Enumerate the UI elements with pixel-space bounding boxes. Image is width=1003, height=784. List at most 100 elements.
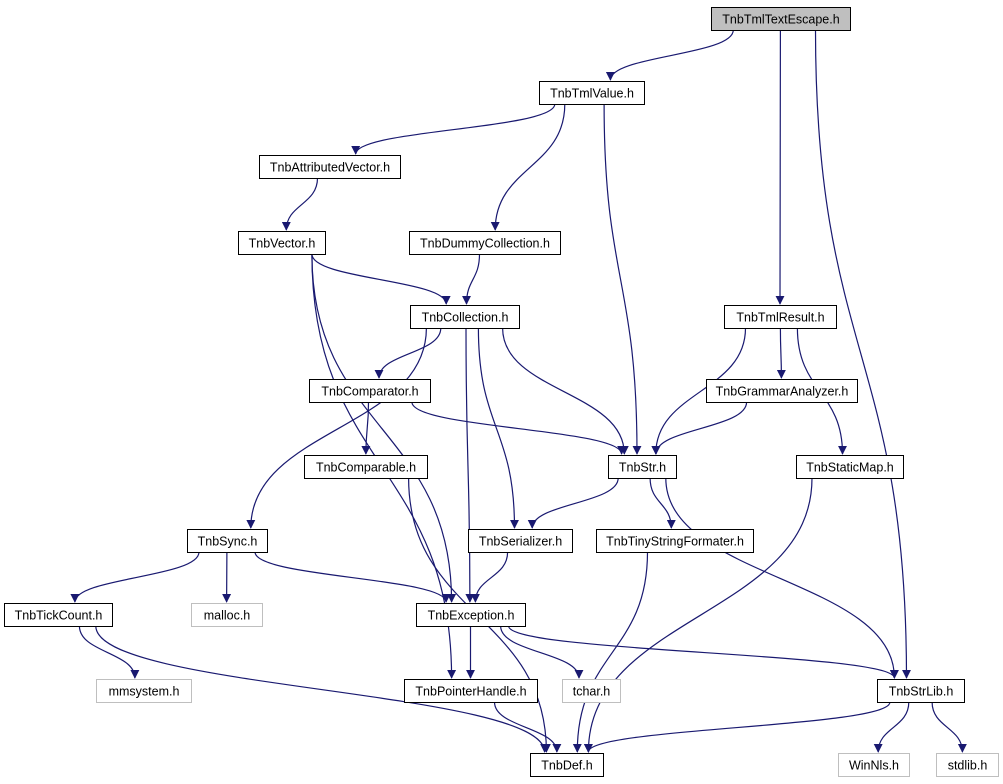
edge-tnbstr-to-tnbstrlib [665,477,899,679]
edge-tnbtmlvalue-to-tnbattributedvector [351,103,556,155]
node-box [238,231,326,255]
edge-tnbtickcount-to-tnbdef [95,625,550,753]
node-tnbvector[interactable]: TnbVector.h [238,231,326,255]
edge-tnbstr-to-tnbserializer [527,477,619,529]
node-label: TnbGrammarAnalyzer.h [716,385,849,399]
node-box [309,379,431,403]
node-box [877,679,965,703]
node-label: TnbSync.h [198,535,258,549]
node-tnbtickcount[interactable]: TnbTickCount.h [4,603,113,627]
node-box [724,305,837,329]
node-tnbcollection[interactable]: TnbCollection.h [410,305,520,329]
node-tnbgrammaranalyzer[interactable]: TnbGrammarAnalyzer.h [706,379,858,403]
node-box [4,603,113,627]
node-label: TnbSerializer.h [479,535,562,549]
node-label: TnbStr.h [619,461,666,475]
node-label: TnbException.h [428,609,515,623]
node-box [596,529,754,553]
node-label: WinNls.h [849,759,899,773]
node-label: TnbTmlValue.h [550,87,634,101]
node-tnbtmlresult[interactable]: TnbTmlResult.h [724,305,837,329]
node-box [259,155,401,179]
node-tnbdef[interactable]: TnbDef.h [530,753,604,777]
node-label: TnbDummyCollection.h [420,237,550,251]
node-label: tchar.h [573,685,611,699]
edges-layer [70,29,967,753]
node-tnbserializer[interactable]: TnbSerializer.h [468,529,573,553]
node-label: TnbTmlTextEscape.h [722,13,839,27]
node-label: TnbTinyStringFormater.h [606,535,744,549]
edge-tnbvector-to-tnbexception [311,253,457,603]
node-box [187,529,268,553]
node-label: TnbComparable.h [316,461,416,475]
node-tnbstaticmap[interactable]: TnbStaticMap.h [796,455,904,479]
node-box [409,231,561,255]
edge-tnbcollection-to-tnbcomparator [374,327,442,379]
node-tnbattributedvector[interactable]: TnbAttributedVector.h [259,155,401,179]
edge-tnbtinystringformater-to-tnbdef [572,551,649,753]
node-tnbstrlib[interactable]: TnbStrLib.h [877,679,965,703]
node-label: TnbComparator.h [321,385,418,399]
edge-tnbserializer-to-tnbexception [470,551,509,603]
edge-tnbtickcount-to-mmsystem [78,625,140,679]
node-label: TnbTickCount.h [15,609,103,623]
node-label: mmsystem.h [109,685,180,699]
edge-tnbattributedvector-to-tnbvector [281,177,319,231]
node-label: TnbStrLib.h [889,685,954,699]
edge-tnbtmltextescape-to-tnbtmlvalue [605,29,734,81]
edge-tnbtmltextescape-to-tnbstrlib [814,29,911,679]
edge-tnbstrlib-to-stdlib [931,701,967,753]
node-tnbtmltextescape[interactable]: TnbTmlTextEscape.h [711,7,851,31]
edge-tnbdummycollection-to-tnbcollection [462,253,481,305]
node-box [416,603,526,627]
edge-tnbtmlresult-to-tnbstr [651,327,747,455]
node-box [936,753,999,777]
node-label: TnbPointerHandle.h [415,685,526,699]
node-tnbtinystringformater[interactable]: TnbTinyStringFormater.h [596,529,754,553]
nodes-layer: TnbTmlTextEscape.hTnbTmlValue.hTnbAttrib… [4,7,999,777]
edge-tnbvector-to-tnbcollection [311,253,451,305]
edge-tnbsync-to-tnbtickcount [70,551,200,603]
node-box [530,753,604,777]
node-box [711,7,851,31]
node-box [562,679,621,703]
edge-tnbcollection-to-tnbserializer [477,327,519,529]
node-label: TnbCollection.h [422,311,509,325]
node-malloc: malloc.h [191,603,263,627]
node-box [191,603,263,627]
node-box [96,679,192,703]
node-box [796,455,904,479]
node-label: TnbVector.h [249,237,316,251]
node-mmsystem: mmsystem.h [96,679,192,703]
edge-tnbexception-to-tnbstrlib [508,625,899,679]
node-stdlib: stdlib.h [936,753,999,777]
node-tnbexception[interactable]: TnbException.h [416,603,526,627]
edge-tnbtmlvalue-to-tnbdummycollection [490,103,566,231]
node-tnbcomparable[interactable]: TnbComparable.h [304,455,428,479]
edge-tnbcomparator-to-tnbstr [411,401,627,455]
node-tchar: tchar.h [562,679,621,703]
edge-tnbstaticmap-to-tnbdef [583,477,813,753]
node-winnls: WinNls.h [838,753,910,777]
node-tnbdummycollection[interactable]: TnbDummyCollection.h [409,231,561,255]
node-tnbstr[interactable]: TnbStr.h [608,455,677,479]
node-box [608,455,677,479]
edge-tnbexception-to-tchar [500,625,584,679]
node-tnbtmlvalue[interactable]: TnbTmlValue.h [539,81,645,105]
edge-tnbsync-to-tnbexception [254,551,451,603]
edge-tnbtmlresult-to-tnbgrammaranalyzer [776,327,786,379]
edge-tnbcollection-to-tnbsync [246,327,427,529]
node-label: malloc.h [204,609,251,623]
node-label: TnbDef.h [541,759,592,773]
node-tnbsync[interactable]: TnbSync.h [187,529,268,553]
edge-tnbcollection-to-tnbstr [502,327,629,455]
edge-tnbpointerhandle-to-tnbdef [493,701,562,753]
node-tnbcomparator[interactable]: TnbComparator.h [309,379,431,403]
edge-tnbstrlib-to-winnls [873,701,910,753]
node-tnbpointerhandle[interactable]: TnbPointerHandle.h [404,679,538,703]
edge-tnbgrammaranalyzer-to-tnbstr [651,401,748,455]
node-box [838,753,910,777]
node-box [706,379,858,403]
node-label: stdlib.h [948,759,988,773]
